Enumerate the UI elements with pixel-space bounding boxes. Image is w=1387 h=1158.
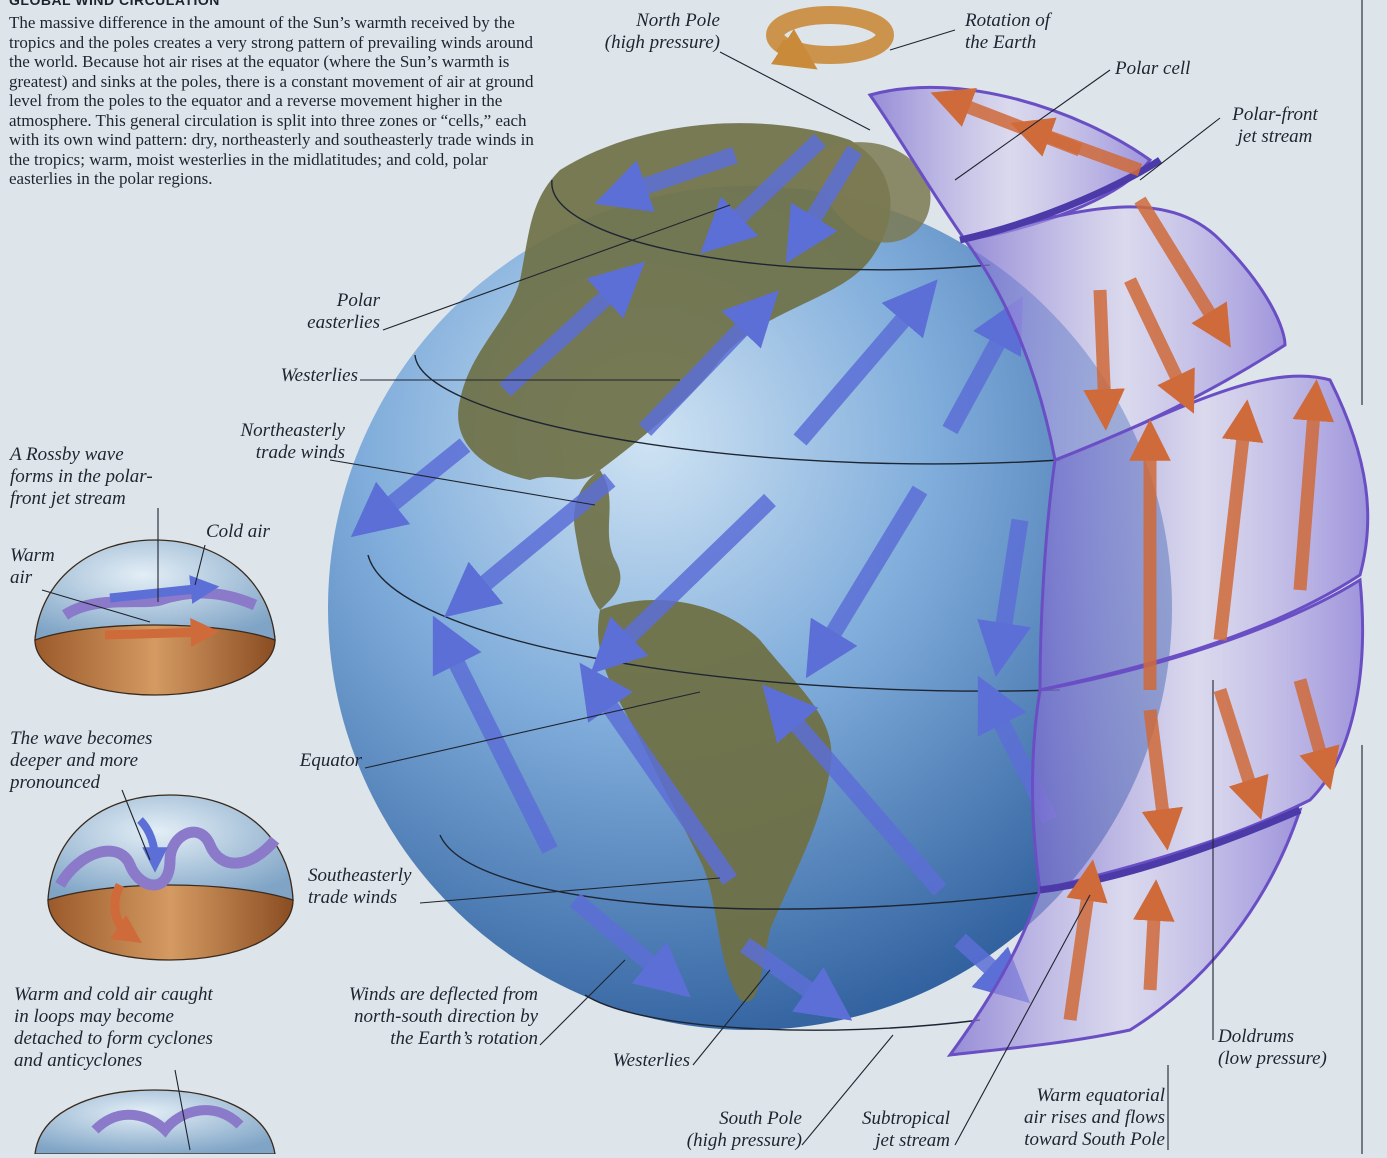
label-deflected: Winds are deflected from north-south dir…: [290, 984, 538, 1050]
rossby-dome-3: [35, 1070, 275, 1154]
ferrel-cell-arrow: [1100, 290, 1105, 410]
label-equator: Equator: [250, 750, 362, 772]
leader-polar-front-jet: [1140, 118, 1220, 180]
label-ne-trades: Northeasterly trade winds: [200, 420, 345, 464]
rossby-dome-2: [48, 790, 293, 960]
rossby-step2-caption: The wave becomes deeper and more pronoun…: [10, 728, 220, 794]
rossby-warm-air-label: Warm air: [10, 545, 90, 589]
intro-paragraph: The massive difference in the amount of …: [9, 13, 554, 189]
label-westerlies-south: Westerlies: [570, 1050, 690, 1072]
diagram-heading: GLOBAL WIND CIRCULATION: [9, 0, 220, 8]
label-westerlies-north: Westerlies: [230, 365, 358, 387]
label-polar-front-jet: Polar-front jet stream: [1215, 104, 1335, 148]
label-warm-rises: Warm equatorial air rises and flows towa…: [970, 1085, 1165, 1151]
southern-ferrel-arrow: [1150, 900, 1155, 990]
leader-north-pole: [720, 52, 870, 130]
label-polar-cell: Polar cell: [1115, 58, 1225, 80]
rossby-step3-caption: Warm and cold air caught in loops may be…: [14, 984, 284, 1072]
label-subtropical-jet: Subtropical jet stream: [830, 1108, 950, 1152]
rossby-cold-air-label: Cold air: [206, 521, 296, 543]
rotation-symbol: [775, 15, 885, 58]
label-south-pole: South Pole (high pressure): [640, 1108, 802, 1152]
label-se-trades: Southeasterly trade winds: [308, 865, 468, 909]
leader-rotation: [890, 30, 955, 50]
rossby-step1-caption: A Rossby wave forms in the polar- front …: [10, 444, 210, 510]
label-polar-easterlies: Polar easterlies: [270, 290, 380, 334]
label-north-pole: North Pole (high pressure): [560, 10, 720, 54]
label-doldrums: Doldrums (low pressure): [1218, 1026, 1358, 1070]
label-rotation: Rotation of the Earth: [965, 10, 1105, 54]
